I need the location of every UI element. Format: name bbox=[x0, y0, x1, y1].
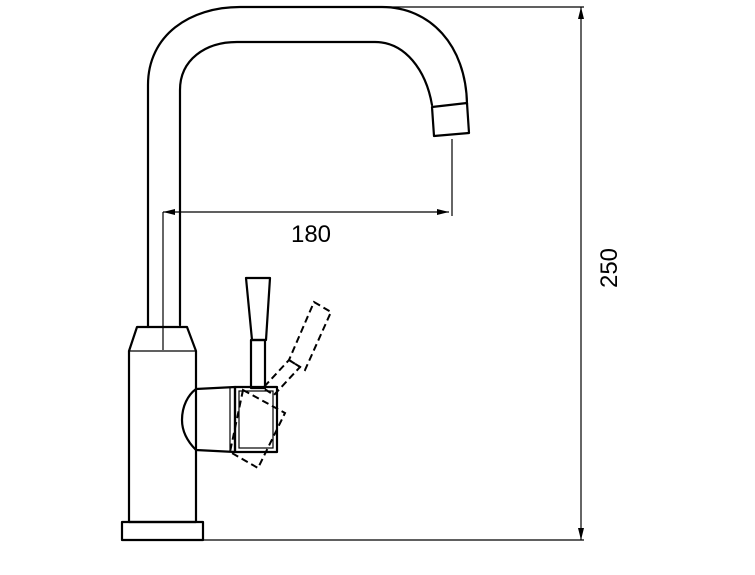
dimension-label-height: 250 bbox=[596, 248, 623, 288]
dimension-total-height: 250 bbox=[382, 6, 623, 541]
lever-handle bbox=[244, 276, 272, 390]
dimension-spout-reach: 180 bbox=[162, 139, 453, 350]
lever-handle-rotated bbox=[228, 300, 333, 470]
spout bbox=[146, 5, 471, 329]
dimension-label-reach: 180 bbox=[291, 221, 331, 248]
faucet-body bbox=[120, 325, 430, 542]
lever-housing bbox=[180, 385, 279, 454]
